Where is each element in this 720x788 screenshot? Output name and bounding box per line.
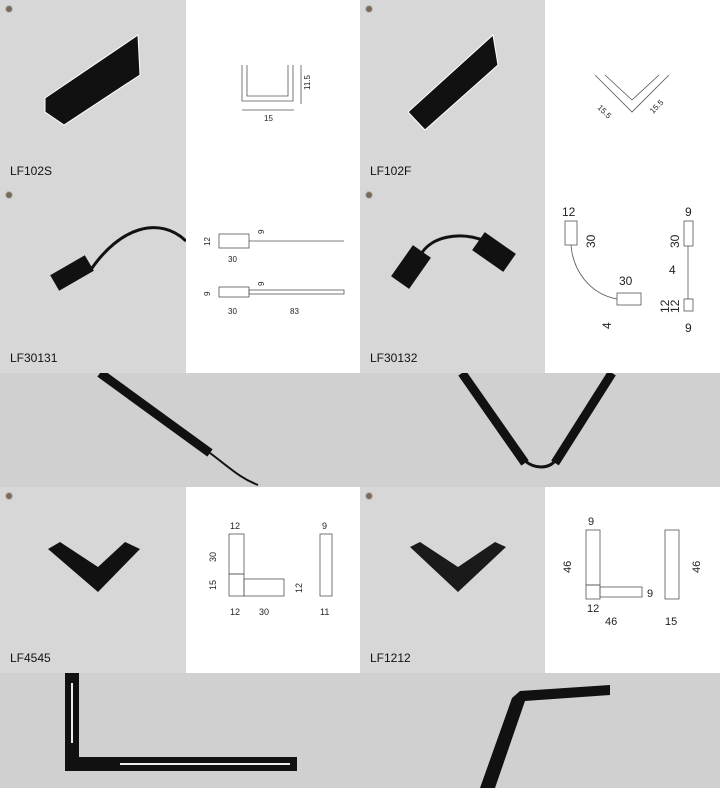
svg-text:9: 9	[685, 321, 692, 335]
svg-text:12: 12	[230, 521, 240, 531]
profile-photo-icon	[44, 34, 141, 126]
svg-text:12: 12	[230, 607, 240, 617]
product-photo-lf102f: LF102F	[360, 0, 545, 186]
svg-text:15: 15	[208, 580, 218, 590]
svg-text:15.5: 15.5	[596, 103, 614, 121]
svg-text:12: 12	[668, 299, 682, 313]
svg-text:12: 12	[203, 237, 212, 246]
svg-text:12: 12	[658, 299, 672, 313]
drawing-lf102s: 15 11.5	[186, 0, 360, 186]
product-code: LF102S	[10, 164, 53, 178]
svg-text:12: 12	[562, 205, 576, 219]
corner-photo-icon	[410, 542, 506, 592]
svg-text:46: 46	[691, 561, 703, 573]
corner-photo-icon	[48, 542, 140, 592]
product-code: LF30132	[370, 351, 418, 365]
product-photo-lf1212: LF1212	[360, 487, 545, 673]
page-badge-icon	[365, 5, 373, 13]
track-photo-icon	[97, 373, 616, 486]
svg-text:30: 30	[668, 234, 682, 248]
drawing-lf102f: 15.5 15.5	[545, 0, 720, 186]
drawing-lf4545: 12 30 15 12 12 30 9 11	[186, 487, 360, 673]
svg-text:9: 9	[685, 205, 692, 219]
svg-text:83: 83	[290, 307, 299, 316]
svg-text:9: 9	[322, 521, 327, 531]
svg-text:4: 4	[600, 322, 614, 329]
svg-text:30: 30	[619, 274, 633, 288]
product-code: LF102F	[370, 164, 412, 178]
svg-text:15: 15	[264, 114, 273, 123]
product-photo-lf102s: LF102S	[0, 0, 186, 186]
product-code: LF4545	[10, 651, 51, 665]
svg-text:4: 4	[669, 263, 676, 277]
connector-photo-icon	[391, 232, 516, 289]
svg-text:12: 12	[294, 583, 304, 593]
product-code: LF30131	[10, 351, 58, 365]
page-badge-icon	[365, 191, 373, 199]
svg-text:30: 30	[228, 307, 237, 316]
svg-text:30: 30	[259, 607, 269, 617]
drawing-lf30131: 12 9 30 9 9 30 83	[186, 186, 360, 373]
page-badge-icon	[5, 492, 13, 500]
product-photo-lf30132: LF30132	[360, 186, 545, 373]
page-badge-icon	[5, 191, 13, 199]
product-photo-lf30131: LF30131	[0, 186, 186, 373]
svg-text:9: 9	[647, 588, 653, 600]
product-photo-lf4545: LF4545	[0, 487, 186, 673]
connector-photo-icon	[50, 226, 186, 291]
profile-photo-icon	[407, 34, 499, 131]
svg-text:46: 46	[562, 561, 574, 573]
installation-photo-2	[0, 673, 720, 788]
installation-photo-1	[0, 373, 720, 487]
svg-text:15: 15	[665, 616, 677, 628]
svg-text:9: 9	[203, 291, 212, 296]
svg-text:30: 30	[228, 255, 237, 264]
svg-text:12: 12	[587, 603, 599, 615]
svg-text:46: 46	[605, 616, 617, 628]
svg-text:11.5: 11.5	[303, 74, 312, 90]
svg-text:11: 11	[320, 607, 329, 617]
drawing-lf1212: 9 46 12 46 9 46 15	[545, 487, 720, 673]
svg-text:9: 9	[257, 281, 266, 286]
track-photo-icon	[65, 673, 610, 788]
svg-text:15.5: 15.5	[648, 98, 666, 116]
product-code: LF1212	[370, 651, 411, 665]
page-badge-icon	[365, 492, 373, 500]
svg-text:30: 30	[584, 234, 598, 248]
svg-text:30: 30	[208, 552, 218, 562]
svg-text:9: 9	[588, 516, 594, 528]
page-badge-icon	[5, 5, 13, 13]
svg-text:9: 9	[257, 229, 266, 234]
